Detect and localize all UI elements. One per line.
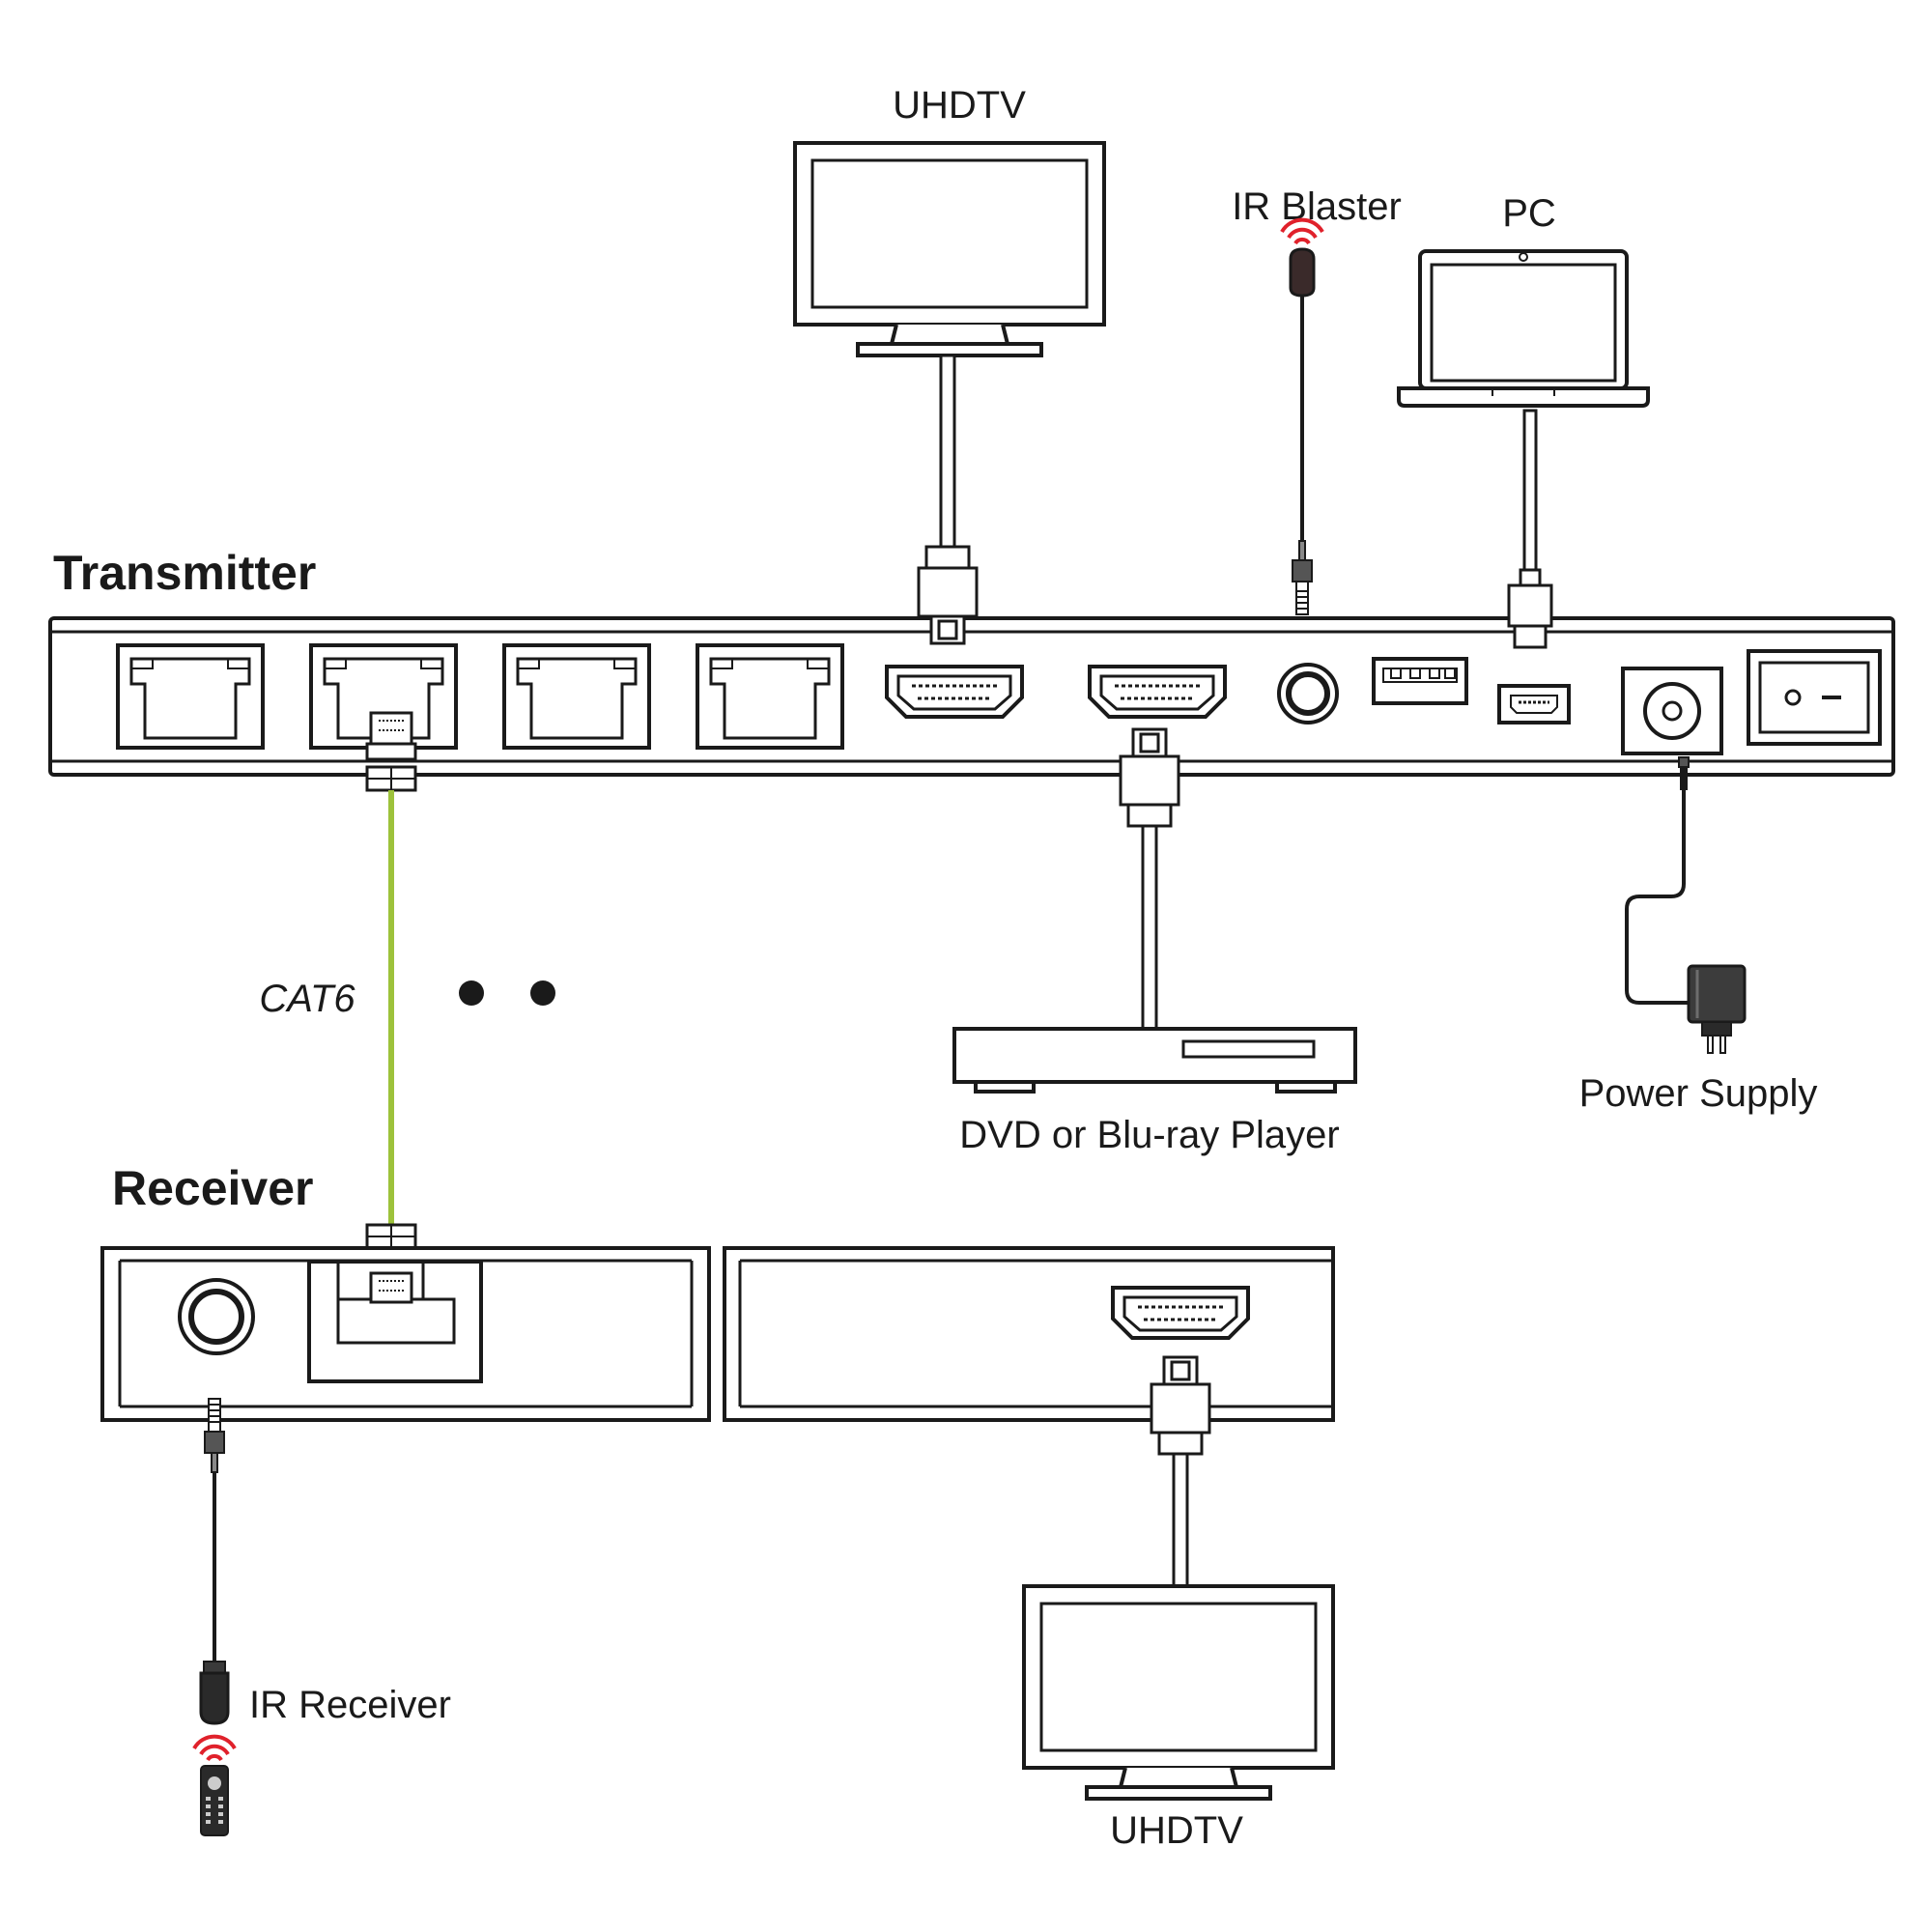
ir-blaster-icon xyxy=(1289,247,1316,615)
uhdtv-bottom-label: UHDTV xyxy=(1110,1809,1243,1852)
remote-control-icon xyxy=(200,1765,229,1836)
rj45-port-4[interactable] xyxy=(696,643,844,750)
hdmi-in-port[interactable] xyxy=(1088,665,1227,719)
power-switch[interactable] xyxy=(1747,649,1882,746)
receiver-rj45-plug xyxy=(369,1271,413,1304)
ir-receiver-label: IR Receiver xyxy=(249,1684,451,1726)
receiver-label: Receiver xyxy=(112,1161,314,1215)
pc-label: PC xyxy=(1502,192,1556,235)
media-player-icon xyxy=(952,1027,1357,1094)
cat6-cable xyxy=(365,711,417,1296)
continuation-dots xyxy=(459,980,555,1006)
rj45-port-1[interactable] xyxy=(116,643,265,750)
hdmi-cable-receiver-tv xyxy=(1150,1355,1211,1588)
hdmi-out-port[interactable] xyxy=(885,665,1024,719)
receiver-ir-jack-port[interactable] xyxy=(178,1278,255,1355)
laptop-icon xyxy=(1397,249,1650,408)
ir-receiver-cable xyxy=(204,1398,225,1662)
ir-signal-icon xyxy=(192,1734,237,1762)
tv-icon xyxy=(793,141,1106,357)
power-adapter-icon xyxy=(1687,964,1747,1054)
cat6-label: CAT6 xyxy=(259,978,355,1020)
ir-receiver-icon xyxy=(199,1661,230,1725)
usb-cable-pc xyxy=(1507,409,1553,649)
receiver-unit-right xyxy=(723,1246,1335,1422)
rj45-port-3[interactable] xyxy=(502,643,651,750)
ir-blaster-label: IR Blaster xyxy=(1232,185,1402,228)
transmitter-label: Transmitter xyxy=(53,546,316,600)
dvd-player-label: DVD or Blu-ray Player xyxy=(959,1114,1339,1156)
mini-usb-port[interactable] xyxy=(1497,684,1571,724)
hdmi-cable-player xyxy=(1119,727,1180,1033)
power-supply-label: Power Supply xyxy=(1579,1072,1818,1115)
receiver-hdmi-out-port[interactable] xyxy=(1111,1286,1250,1340)
hdmi-cable-tv xyxy=(917,354,979,645)
tv-icon xyxy=(1022,1584,1335,1801)
power-cable xyxy=(1625,756,1690,1005)
ir-jack-port[interactable] xyxy=(1277,663,1339,724)
uhdtv-top-label: UHDTV xyxy=(893,84,1026,127)
usb-port[interactable] xyxy=(1372,657,1468,705)
dc-power-port[interactable] xyxy=(1621,667,1723,755)
